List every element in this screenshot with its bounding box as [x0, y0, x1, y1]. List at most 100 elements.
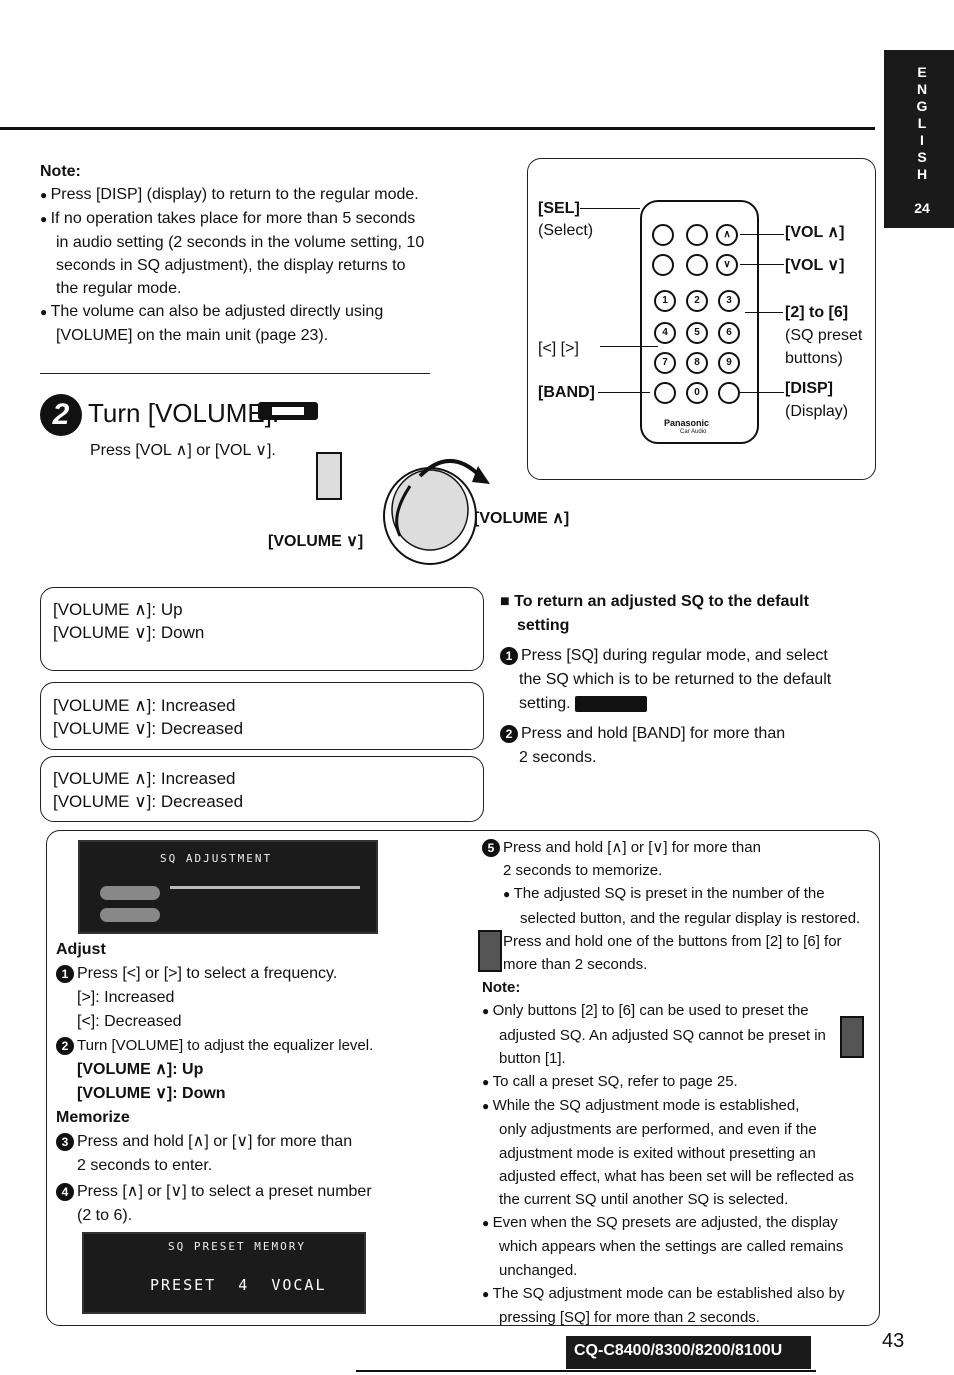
- note-bullet: While the SQ adjustment mode is establis…: [482, 1094, 872, 1118]
- remote-key-6[interactable]: 6: [718, 322, 740, 344]
- step-instruction: Press [VOL ∧] or [VOL ∨].: [90, 442, 276, 459]
- step-text: 2 seconds to memorize.: [503, 862, 663, 880]
- volume-down-label: [VOLUME ∨]: [268, 533, 364, 550]
- note-heading: Note:: [40, 163, 81, 180]
- note-text: adjustment mode is exited without preset…: [499, 1144, 816, 1162]
- remote-band-label: [BAND]: [538, 384, 595, 401]
- remote-brand-sub: Car Audio: [680, 429, 707, 435]
- heading-text: To return an adjusted SQ to the default: [514, 593, 809, 610]
- remote-key-7[interactable]: 7: [654, 352, 676, 374]
- eq-bars: [170, 886, 360, 889]
- sq-procedure-box: [46, 830, 880, 1326]
- remote-small-icon: [316, 452, 342, 500]
- model-name: CQ-C8400/8300/8200/8100U: [574, 1342, 783, 1359]
- screen-slider: [100, 908, 160, 922]
- remote-disp-sub: (Display): [785, 403, 849, 420]
- language-tab-letter: N: [916, 81, 928, 97]
- step-text: [VOLUME ∧]: Up: [77, 1061, 204, 1078]
- remote-small-icon: [478, 930, 502, 972]
- page-number: 43: [882, 1330, 905, 1352]
- remote-key-1[interactable]: 1: [654, 290, 676, 312]
- remote-source-button[interactable]: [652, 224, 674, 246]
- step-text: [>]: Increased: [77, 989, 175, 1006]
- remote-vol-up-button[interactable]: ∧: [716, 224, 738, 246]
- remote-vol-up-label: [VOL ∧]: [785, 224, 845, 241]
- note-bullet: The volume can also be adjusted directly…: [40, 300, 430, 347]
- square-bullet-icon: ■: [500, 593, 515, 610]
- screen-title: SQ PRESET MEMORY: [168, 1240, 306, 1253]
- remote-key-5[interactable]: 5: [686, 322, 708, 344]
- leader-line: [745, 312, 783, 313]
- step-text: Turn [VOLUME] to adjust the equalizer le…: [77, 1037, 374, 1054]
- note-text: unchanged.: [499, 1261, 578, 1279]
- remote-sel-button[interactable]: [686, 224, 708, 246]
- return-sq-section: ■ To return an adjusted SQ to the defaul…: [500, 590, 870, 770]
- step-line: setting.: [500, 692, 870, 716]
- note-text: pressing [SQ] for more than 2 seconds.: [499, 1309, 760, 1327]
- sq-adjustment-screen: SQ ADJUSTMENT: [78, 840, 378, 934]
- language-tab-letter: G: [916, 98, 928, 114]
- step-num-icon: 2: [500, 725, 518, 743]
- leader-line: [740, 392, 784, 393]
- language-tab-letter: I: [920, 132, 924, 148]
- note-section: Note: Press [DISP] (display) to return t…: [40, 160, 430, 347]
- box-line: [VOLUME ∧]: Increased: [53, 696, 236, 715]
- step-text: 2 seconds to enter.: [77, 1157, 213, 1174]
- heading-text: setting: [517, 617, 570, 634]
- leader-line: [600, 346, 658, 347]
- divider: [40, 373, 430, 374]
- remote-key-0[interactable]: 0: [686, 382, 708, 404]
- note-heading: Note:: [482, 979, 521, 997]
- language-tab: [884, 50, 954, 228]
- step-text: (2 to 6).: [77, 1207, 133, 1224]
- model-banner: [566, 1336, 811, 1369]
- language-tab-letter: S: [917, 149, 927, 165]
- screen-preset-line: PRESET 4 VOCAL: [150, 1276, 327, 1294]
- box-line: [VOLUME ∨]: Decreased: [53, 792, 244, 811]
- step-text: Press and hold one of the buttons from […: [503, 932, 842, 950]
- remote-key-8[interactable]: 8: [686, 352, 708, 374]
- box-line: [VOLUME ∨]: Decreased: [53, 719, 244, 738]
- volume-up-label: [VOLUME ∧]: [474, 510, 570, 527]
- remote-disp-label: [DISP]: [785, 380, 833, 397]
- memorize-heading: Memorize: [56, 1109, 130, 1126]
- note-text: which appears when the settings are call…: [499, 1238, 844, 1256]
- language-tab-number: 24: [914, 200, 930, 216]
- remote-disp-button[interactable]: [718, 382, 740, 404]
- note-text: the current SQ until another SQ is selec…: [499, 1191, 789, 1209]
- volume-info-box: [40, 756, 484, 822]
- step-number-badge: 2: [40, 394, 82, 436]
- remote-key-9[interactable]: 9: [718, 352, 740, 374]
- remote-key-3[interactable]: 3: [718, 290, 740, 312]
- leader-line: [740, 264, 784, 265]
- step-text: [<]: Decreased: [77, 1013, 182, 1030]
- remote-key-4[interactable]: 4: [654, 322, 676, 344]
- language-tab-letter: E: [917, 64, 927, 80]
- remote-sel-label: [SEL]: [538, 200, 580, 217]
- step-text: Press [<] or [>] to select a frequency.: [77, 965, 338, 982]
- step-text: more than 2 seconds.: [503, 956, 648, 974]
- remote-key-2[interactable]: 2: [686, 290, 708, 312]
- remote-mute-button[interactable]: [652, 254, 674, 276]
- leader-line: [740, 234, 784, 235]
- note-bullet: To call a preset SQ, refer to page 25.: [482, 1070, 872, 1094]
- leader-line: [598, 392, 650, 393]
- note-bullet: If no operation takes place for more tha…: [40, 207, 430, 300]
- bullet-text: The adjusted SQ is preset in the number …: [482, 882, 872, 906]
- remote-preset-sub: (SQ preset: [785, 327, 863, 344]
- box-line: [VOLUME ∧]: Up: [53, 600, 183, 619]
- step-text: Press and hold [BAND] for more than: [521, 725, 786, 742]
- note-text: adjusted SQ. An adjusted SQ cannot be pr…: [499, 1026, 826, 1044]
- remote-vol-down-button[interactable]: ∨: [716, 254, 738, 276]
- step-title: Turn [VOLUME].: [88, 398, 280, 428]
- note-bullet: The SQ adjustment mode can be establishe…: [482, 1282, 872, 1306]
- remote-band-button[interactable]: [654, 382, 676, 404]
- step-num-icon: 1: [56, 965, 74, 983]
- remote-marker-button[interactable]: [686, 254, 708, 276]
- box-line: [VOLUME ∧]: Increased: [53, 769, 236, 788]
